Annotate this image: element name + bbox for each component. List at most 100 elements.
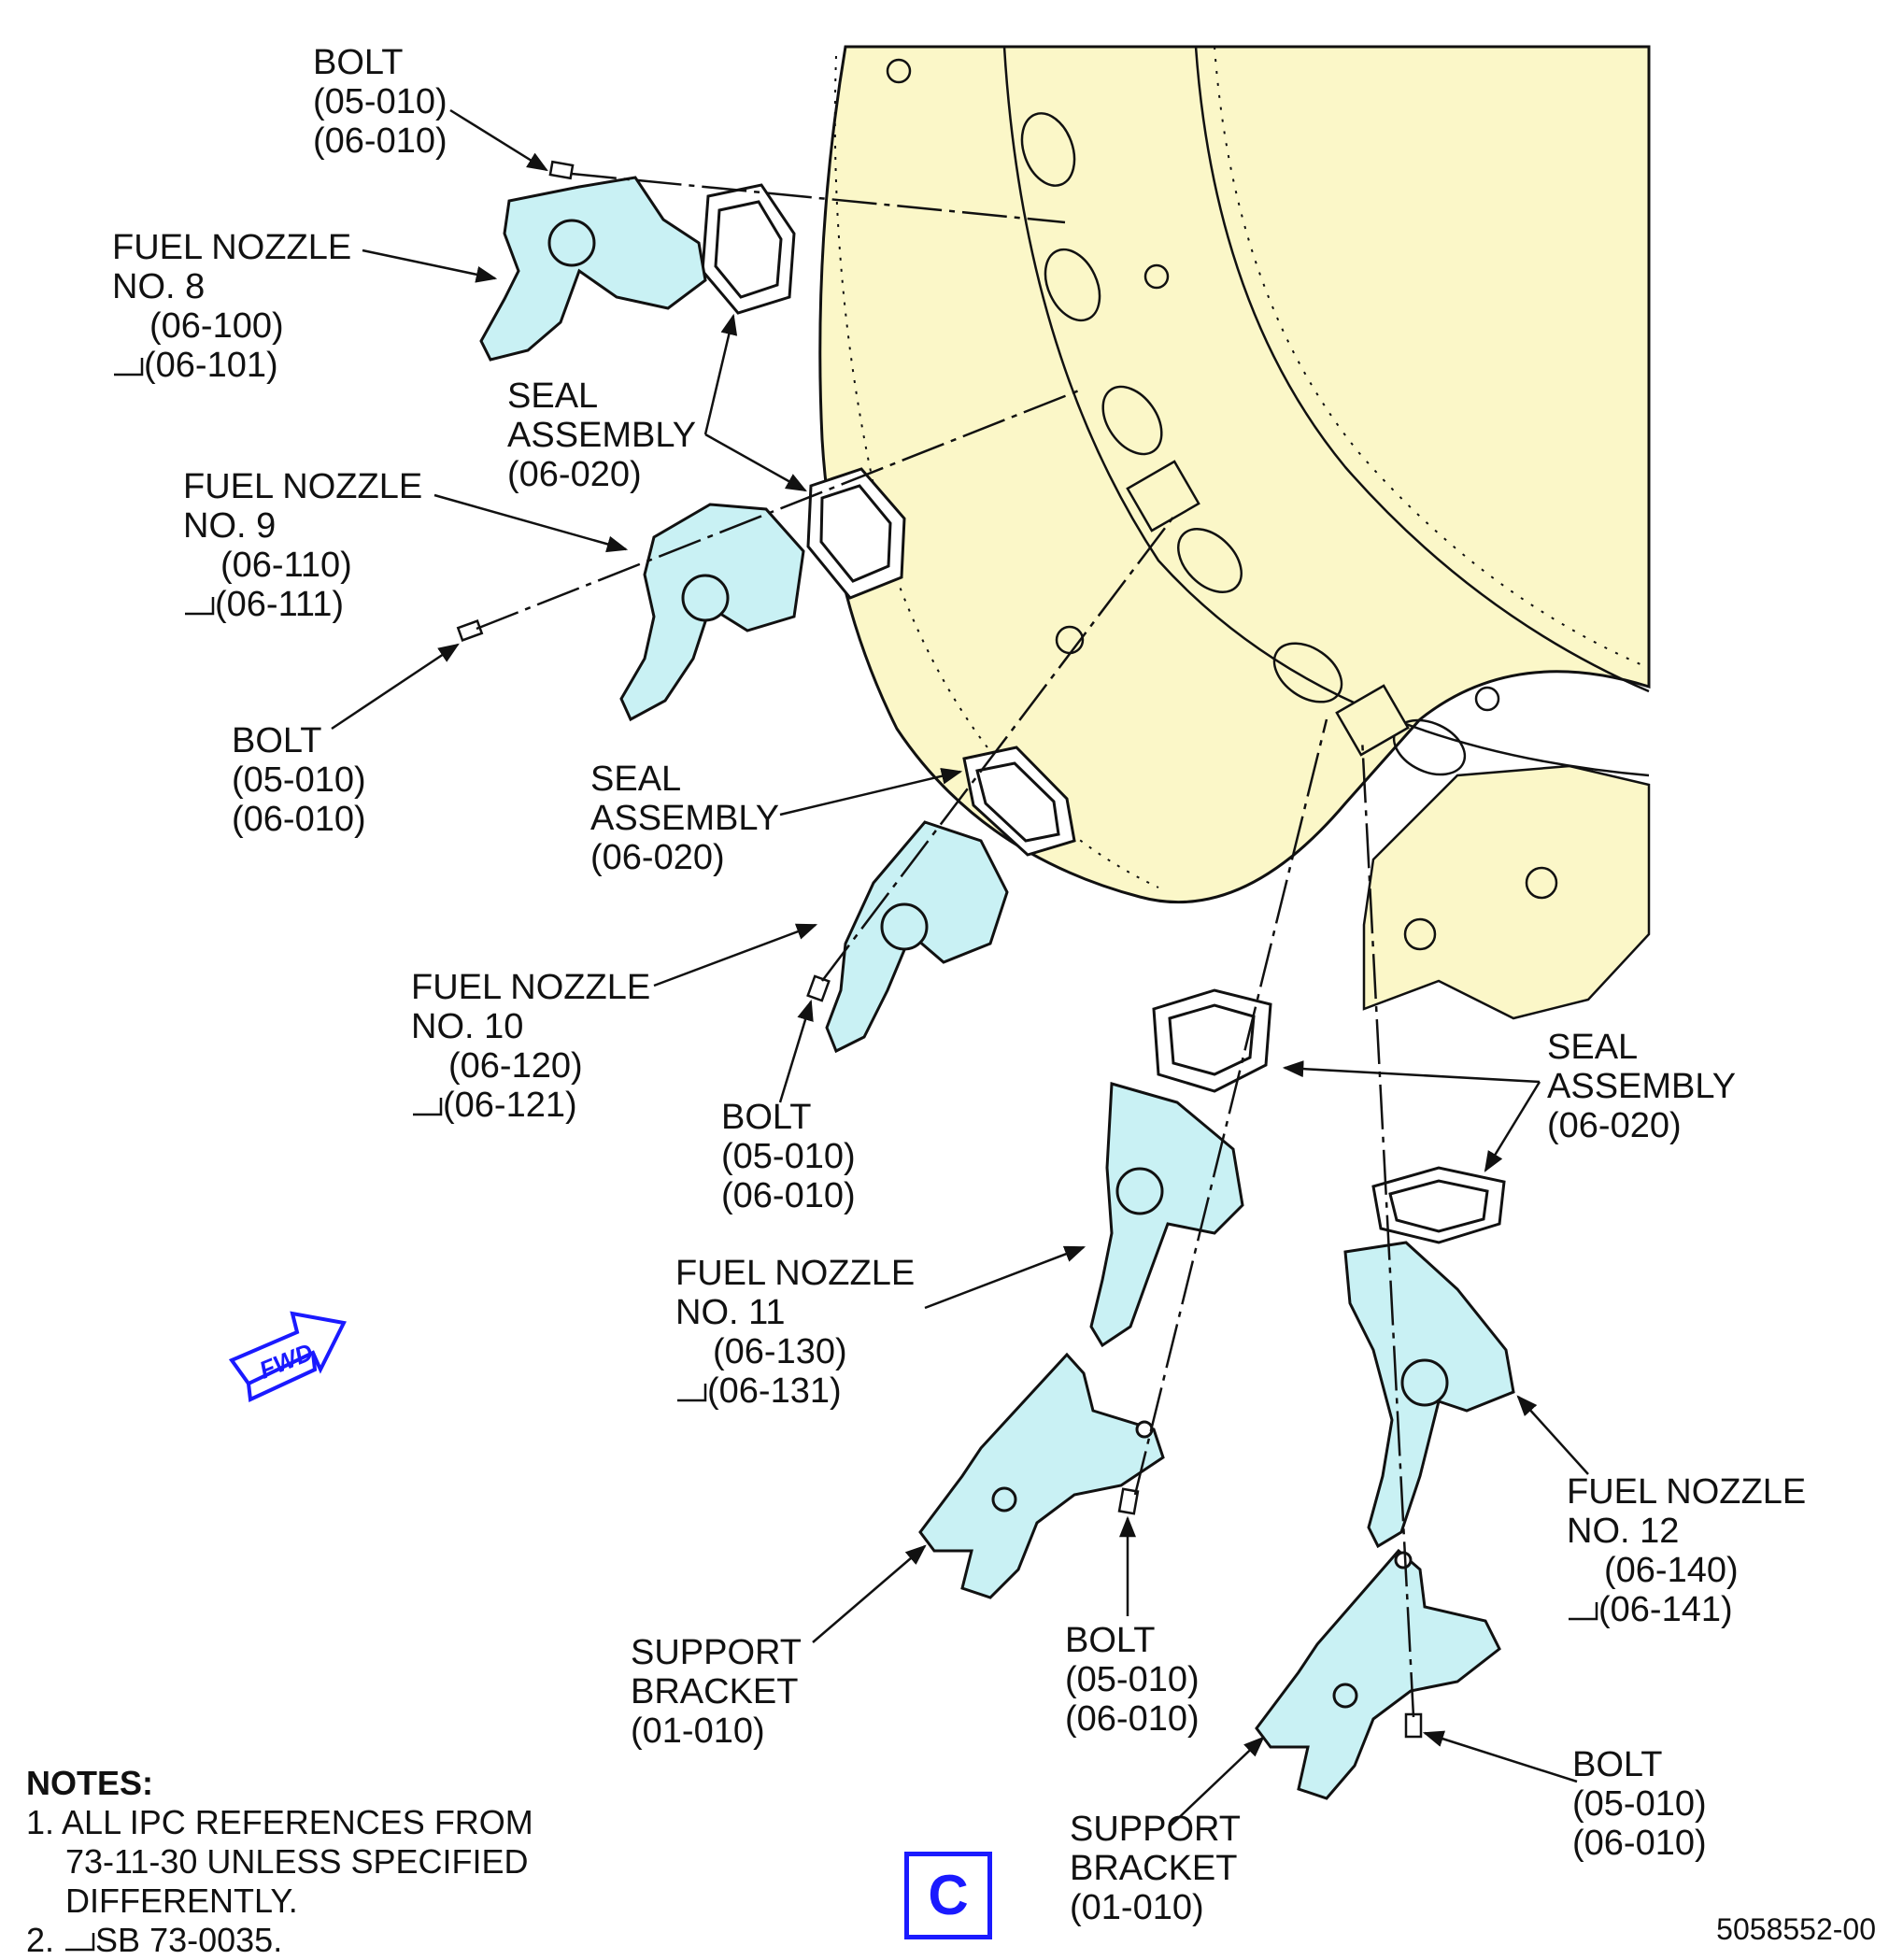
seal-assembly-label-1-line1: SEAL bbox=[507, 376, 599, 416]
seal-assembly-label-2-line2: ASSEMBLY bbox=[590, 799, 780, 838]
bolt-label-3: BOLT (05-010) (06-010) bbox=[721, 1098, 856, 1215]
support-bracket-label-1-line2: BRACKET bbox=[631, 1672, 799, 1711]
seal-assembly-5 bbox=[1371, 1166, 1506, 1244]
support-bracket-label-1-line1: SUPPORT bbox=[631, 1633, 802, 1672]
bolt-label-5-name: BOLT bbox=[1572, 1745, 1663, 1784]
bolt-label-1-ref2: (06-010) bbox=[313, 121, 447, 161]
fuel-nozzle-11-ref1: (06-130) bbox=[713, 1332, 847, 1371]
bolt-label-4-ref2: (06-010) bbox=[1065, 1699, 1200, 1739]
bolt-part-1 bbox=[548, 160, 575, 180]
bolt-label-2-ref2: (06-010) bbox=[232, 800, 366, 839]
seal-assembly-label-3-line2: ASSEMBLY bbox=[1547, 1067, 1737, 1106]
support-bracket-label-2: SUPPORT BRACKET (01-010) bbox=[1070, 1810, 1241, 1927]
bolt-label-2-name: BOLT bbox=[232, 721, 322, 760]
fuel-nozzle-10 bbox=[825, 820, 1009, 1054]
fuel-nozzle-8-ref2: (06-101) bbox=[144, 346, 278, 385]
fuel-nozzle-10-ref1: (06-120) bbox=[448, 1046, 583, 1086]
bolt-label-2-ref1: (05-010) bbox=[232, 760, 366, 800]
seal-assembly-1 bbox=[701, 183, 796, 315]
bolt-label-5-ref2: (06-010) bbox=[1572, 1824, 1707, 1863]
fuel-nozzle-8-number: NO. 8 bbox=[112, 267, 206, 306]
fuel-nozzle-9-ref1: (06-110) bbox=[220, 546, 352, 585]
fuel-nozzle-10-name: FUEL NOZZLE bbox=[411, 968, 651, 1007]
support-bracket-label-2-line1: SUPPORT bbox=[1070, 1810, 1242, 1849]
bolt-label-5-ref1: (05-010) bbox=[1572, 1784, 1707, 1824]
bolt-label-5: BOLT (05-010) (06-010) bbox=[1572, 1745, 1707, 1863]
fuel-nozzle-8-name: FUEL NOZZLE bbox=[112, 228, 352, 267]
fuel-nozzle-9-name: FUEL NOZZLE bbox=[183, 467, 423, 506]
fuel-nozzle-12-name: FUEL NOZZLE bbox=[1567, 1472, 1807, 1512]
seal-assembly-label-2-line1: SEAL bbox=[590, 760, 682, 799]
seal-assembly-4 bbox=[1152, 988, 1272, 1093]
fuel-nozzle-9 bbox=[619, 503, 805, 722]
note-2-prefix: 2. bbox=[26, 1921, 55, 1959]
fuel-nozzle-8-label: FUEL NOZZLE NO. 8 (06-100) (06-101) bbox=[112, 228, 351, 385]
notes-block: NOTES: 1. ALL IPC REFERENCES FROM 73-11-… bbox=[26, 1764, 533, 1960]
fuel-nozzle-10-ref2: (06-121) bbox=[443, 1086, 577, 1125]
fuel-nozzle-9-label: FUEL NOZZLE NO. 9 (06-110) (06-111) bbox=[183, 467, 422, 624]
note-1-line-1: 1. ALL IPC REFERENCES FROM bbox=[26, 1803, 533, 1841]
seal-assembly-2 bbox=[806, 467, 906, 600]
seal-assembly-3 bbox=[962, 746, 1076, 857]
seal-assembly-label-2-ref: (06-020) bbox=[590, 838, 725, 877]
bolt-label-2: BOLT (05-010) (06-010) bbox=[232, 721, 366, 839]
sb-triangle-icon bbox=[1569, 1602, 1598, 1621]
sb-triangle-icon bbox=[677, 1384, 707, 1402]
notes-title: NOTES: bbox=[26, 1764, 154, 1802]
support-bracket-label-1-ref: (01-010) bbox=[631, 1711, 765, 1751]
bolt-part-4 bbox=[1117, 1487, 1140, 1515]
support-bracket-1 bbox=[918, 1352, 1165, 1599]
bolt-label-3-ref1: (05-010) bbox=[721, 1137, 856, 1176]
bolt-label-4-ref1: (05-010) bbox=[1065, 1660, 1200, 1699]
fuel-nozzle-11-label: FUEL NOZZLE NO. 11 (06-130) (06-131) bbox=[675, 1254, 915, 1411]
bolt-label-3-ref2: (06-010) bbox=[721, 1176, 856, 1215]
seal-assembly-label-3-line1: SEAL bbox=[1547, 1028, 1639, 1067]
seal-assembly-label-3-ref: (06-020) bbox=[1547, 1106, 1682, 1145]
note-2: 2. SB 73-0035. bbox=[26, 1921, 533, 1960]
fuel-nozzle-12-ref2: (06-141) bbox=[1598, 1590, 1733, 1629]
bolt-part-5 bbox=[1404, 1712, 1423, 1739]
sb-triangle-icon bbox=[114, 358, 144, 376]
note-1-line-2: 73-11-30 UNLESS SPECIFIED bbox=[65, 1842, 529, 1881]
seal-assembly-label-2: SEAL ASSEMBLY (06-020) bbox=[590, 760, 779, 877]
fuel-nozzle-10-number: NO. 10 bbox=[411, 1007, 524, 1046]
support-bracket-2 bbox=[1255, 1548, 1501, 1800]
sb-triangle-icon bbox=[65, 1933, 95, 1952]
bolt-label-1-name: BOLT bbox=[313, 43, 404, 82]
bolt-label-4: BOLT (05-010) (06-010) bbox=[1065, 1621, 1200, 1739]
bolt-label-1-ref1: (05-010) bbox=[313, 82, 447, 121]
note-1-line-3: DIFFERENTLY. bbox=[65, 1882, 298, 1920]
fuel-nozzle-12 bbox=[1343, 1241, 1515, 1549]
fuel-nozzle-10-label: FUEL NOZZLE NO. 10 (06-120) (06-121) bbox=[411, 968, 650, 1125]
sb-triangle-icon bbox=[185, 597, 215, 616]
bolt-part-2 bbox=[456, 619, 484, 642]
fuel-nozzle-11-name: FUEL NOZZLE bbox=[675, 1254, 916, 1293]
fuel-nozzle-8 bbox=[479, 176, 707, 362]
figure-number: 5058552-00 bbox=[1716, 1912, 1876, 1946]
view-label-box: C bbox=[904, 1852, 992, 1939]
fwd-arrow-icon: FWD bbox=[228, 1311, 347, 1402]
fuel-nozzle-12-number: NO. 12 bbox=[1567, 1512, 1680, 1551]
seal-assembly-label-1-line2: ASSEMBLY bbox=[507, 416, 697, 455]
fuel-nozzle-11 bbox=[1089, 1082, 1244, 1348]
note-2-text: SB 73-0035. bbox=[95, 1921, 283, 1959]
fuel-nozzle-11-ref2: (06-131) bbox=[707, 1371, 842, 1411]
sb-triangle-icon bbox=[413, 1098, 443, 1116]
support-bracket-label-2-ref: (01-010) bbox=[1070, 1888, 1204, 1927]
fuel-nozzle-12-ref1: (06-140) bbox=[1604, 1551, 1739, 1590]
fuel-nozzle-9-number: NO. 9 bbox=[183, 506, 277, 546]
fuel-nozzle-12-label: FUEL NOZZLE NO. 12 (06-140) (06-141) bbox=[1567, 1472, 1806, 1629]
seal-assembly-label-1-ref: (06-020) bbox=[507, 455, 642, 494]
seal-assembly-label-1: SEAL ASSEMBLY (06-020) bbox=[507, 376, 696, 494]
bolt-part-3 bbox=[806, 974, 831, 1002]
bolt-label-3-name: BOLT bbox=[721, 1098, 812, 1137]
bolt-label-4-name: BOLT bbox=[1065, 1621, 1156, 1660]
bolt-label-1: BOLT (05-010) (06-010) bbox=[313, 43, 447, 161]
fuel-nozzle-8-ref1: (06-100) bbox=[149, 306, 284, 346]
fuel-nozzle-11-number: NO. 11 bbox=[675, 1293, 786, 1332]
fuel-nozzle-9-ref2: (06-111) bbox=[215, 585, 344, 624]
support-bracket-label-2-line2: BRACKET bbox=[1070, 1849, 1238, 1888]
seal-assembly-label-3: SEAL ASSEMBLY (06-020) bbox=[1547, 1028, 1736, 1145]
support-bracket-label-1: SUPPORT BRACKET (01-010) bbox=[631, 1633, 802, 1751]
